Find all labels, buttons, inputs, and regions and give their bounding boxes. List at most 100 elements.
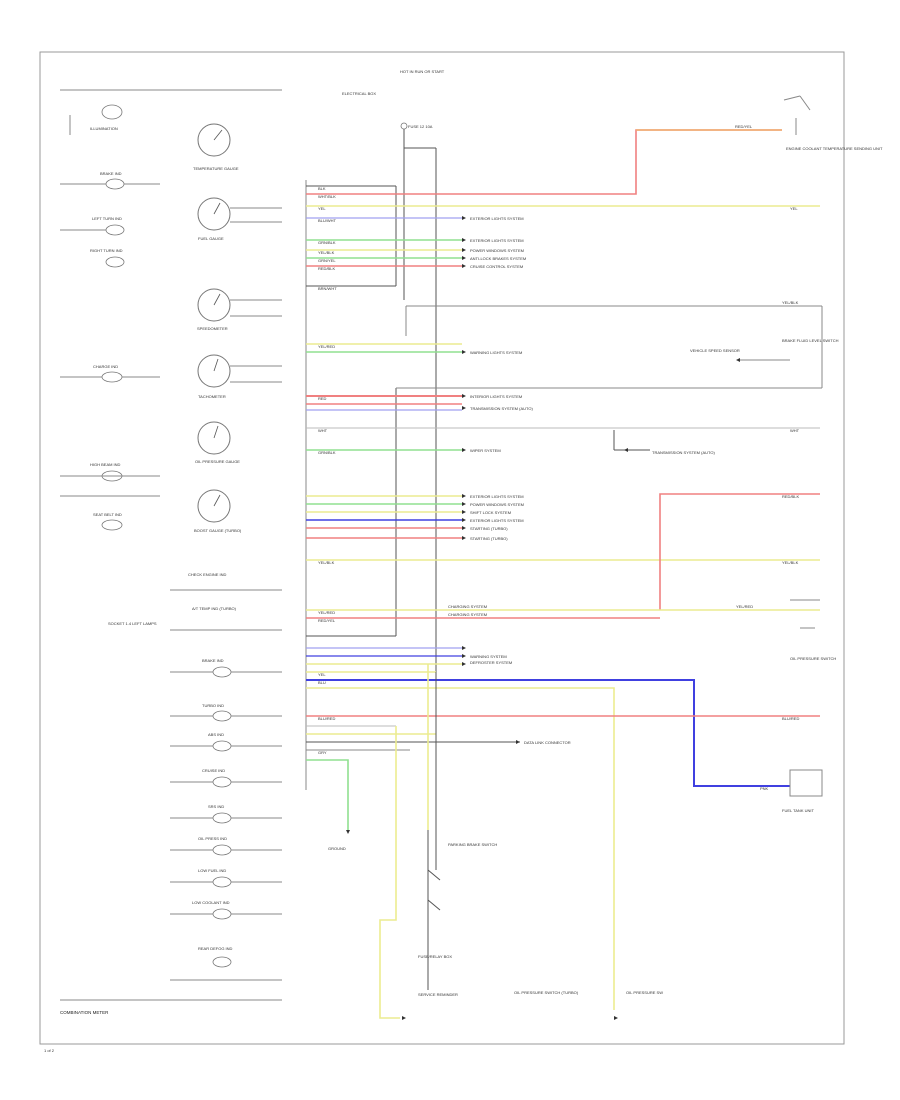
wires [306, 129, 822, 1019]
diagram-frame [39, 51, 845, 1045]
system-label-14: STARTING (TURBO) [470, 526, 508, 531]
low-fuel-lamp: LOW FUEL IND [170, 868, 282, 888]
wire-grn-ground [306, 759, 349, 830]
footer-title: COMBINATION METER [60, 1010, 109, 1015]
tag-gry: GRY [318, 750, 327, 755]
oil-press-label: OIL PRESS IND [198, 836, 227, 841]
tag-yel-blk: YEL/BLK [318, 250, 335, 255]
tag-yel: YEL [318, 206, 326, 211]
service-reminder: SERVICE REMINDER [402, 992, 458, 1020]
system-labels: EXTERIOR LIGHTS SYSTEM EXTERIOR LIGHTS S… [448, 216, 571, 745]
temperature-gauge: TEMPERATURE GAUGE [193, 123, 239, 171]
parking-brake-label: PARKING BRAKE SWITCH [448, 842, 497, 847]
tag-red-blk: RED/BLK [318, 266, 335, 271]
coolant-lamp: LOW COOLANT IND [170, 900, 282, 920]
tag-red: RED [318, 396, 327, 401]
engine-sensor: ENGINE COOLANT TEMPERATURE SENDING UNIT [783, 95, 883, 151]
tachometer: TACHOMETER [197, 354, 282, 399]
aft-lamp: A/T TEMP IND (TURBO) [170, 606, 282, 631]
tag-yel-blk-right: YEL/BLK [782, 300, 799, 305]
tag-grn-blk-2: GRN/BLK [318, 450, 336, 455]
fuse-box-label: FUSE/RELAY BOX [418, 954, 452, 959]
system-label-2: EXTERIOR LIGHTS SYSTEM [470, 238, 524, 243]
footer-code: 1 of 2 [44, 1048, 55, 1053]
system-label-7: INTERIOR LIGHTS SYSTEM [470, 394, 522, 399]
system-label-9: WIPER SYSTEM [470, 448, 501, 453]
oil-press-lamp: OIL PRESS IND [170, 836, 282, 856]
tcm-box: TRANSMISSION SYSTEM (AUTO) [624, 448, 715, 455]
system-label-10: EXTERIOR LIGHTS SYSTEM [470, 494, 524, 499]
cruise-lamp: CRUISE IND [170, 768, 282, 788]
system-label-8: TRANSMISSION SYSTEM (AUTO) [470, 406, 533, 411]
oil-pressure-gauge: OIL PRESSURE GAUGE [195, 421, 240, 464]
speedometer-label: SPEEDOMETER [197, 326, 228, 331]
tcm-label: TRANSMISSION SYSTEM (AUTO) [652, 450, 715, 455]
wire-red-top [306, 129, 782, 195]
high-beam-label: HIGH BEAM IND [90, 462, 121, 467]
charge-label: CHARGE IND [93, 364, 118, 369]
tag-grn-yel: GRN/YEL [318, 258, 336, 263]
system-label-12: SHIFT LOCK SYSTEM [470, 510, 511, 515]
tag-blu-red-right: BLU/RED [782, 716, 799, 721]
high-beam-lamp: HIGH BEAM IND [60, 462, 160, 497]
tag-yel-red: YEL/RED [318, 344, 335, 349]
low-fuel-label: LOW FUEL IND [198, 868, 226, 873]
system-label-4: ANTI-LOCK BRAKES SYSTEM [470, 256, 526, 261]
illumination-label: ILLUMINATION [90, 126, 118, 131]
charge-lamp: CHARGE IND [60, 364, 160, 383]
engine-sensor-label: ENGINE COOLANT TEMPERATURE SENDING UNIT [786, 146, 883, 151]
coolant-label: LOW COOLANT IND [192, 900, 230, 905]
illumination-lamp: ILLUMINATION [69, 104, 123, 135]
boost-gauge-label: BOOST GAUGE (TURBO) [194, 528, 242, 533]
tag-yel-red-right: YEL/RED [736, 604, 753, 609]
oil-pressure-label: OIL PRESSURE SWITCH [790, 656, 836, 661]
abs-lamp: ABS IND [170, 732, 282, 752]
brake-ind-lamp: BRAKE IND [170, 658, 282, 678]
system-label-18: WARNING SYSTEM [470, 654, 507, 659]
turbo-label: TURBO IND [202, 703, 224, 708]
brake-fluid-label: BRAKE FLUID LEVEL SWITCH [782, 338, 839, 343]
system-label-6: WARNING LIGHTS SYSTEM [470, 350, 522, 355]
left-turn-label: LEFT TURN IND [92, 216, 122, 221]
abs-label: ABS IND [208, 732, 224, 737]
tag-blk: BLK [318, 186, 326, 191]
tag-red-yel-right: RED/YEL [735, 124, 753, 129]
oil-gauge-label: OIL PRESSURE GAUGE [195, 459, 240, 464]
srs-label: SRS IND [208, 804, 224, 809]
system-label-3: POWER WINDOWS SYSTEM [470, 248, 524, 253]
boost-gauge: BOOST GAUGE (TURBO) [194, 489, 242, 533]
rear-defog-lamp: REAR DEFOG IND [170, 946, 282, 981]
tag-yel-2: YEL [318, 672, 326, 677]
check-engine-lamp: CHECK ENGINE IND [170, 572, 282, 591]
socket-note: SOCKET 1.4 LEFT LAMPS [108, 621, 157, 626]
right-turn-lamp: RIGHT TURN IND [90, 248, 125, 268]
oil-sw-label: OIL PRESSURE SW [626, 990, 663, 995]
brake-lamp: BRAKE IND [60, 171, 160, 190]
brake-fluid-switch: BRAKE FLUID LEVEL SWITCH [782, 306, 839, 388]
aft-label: A/T TEMP IND (TURBO) [192, 606, 237, 611]
system-label-19: DEFROSTER SYSTEM [470, 660, 512, 665]
tag-blu: BLU [318, 680, 326, 685]
system-label-15: STARTING (TURBO) [470, 536, 508, 541]
service-label: SERVICE REMINDER [418, 992, 458, 997]
fuel-sender-label: FUEL TANK UNIT [782, 808, 814, 813]
electrical-box-label: ELECTRICAL BOX [342, 91, 376, 96]
wire-yel-oil [306, 687, 615, 1010]
left-turn-lamp: LEFT TURN IND [60, 216, 125, 236]
system-label-13: EXTERIOR LIGHTS SYSTEM [470, 518, 524, 523]
seat-belt-label: SEAT BELT IND [93, 512, 122, 517]
rear-defog-label: REAR DEFOG IND [198, 946, 233, 951]
tag-red-yel: RED/YEL [318, 618, 336, 623]
tag-blu-wht: BLU/WHT [318, 218, 337, 223]
tag-wht: WHT [318, 428, 328, 433]
tag-grn-blk: GRN/BLK [318, 240, 336, 245]
wire-red-right [659, 493, 820, 610]
tachometer-label: TACHOMETER [198, 394, 226, 399]
system-label-20: DATA LINK CONNECTOR [524, 740, 571, 745]
system-label-1: EXTERIOR LIGHTS SYSTEM [470, 216, 524, 221]
system-label-17: CHARGING SYSTEM [448, 612, 487, 617]
oil-unit-label: OIL PRESSURE SWITCH (TURBO) [514, 990, 579, 995]
parking-brake-switch: PARKING BRAKE SWITCH FUSE/RELAY BOX [418, 830, 497, 990]
temp-gauge-label: TEMPERATURE GAUGE [193, 166, 239, 171]
